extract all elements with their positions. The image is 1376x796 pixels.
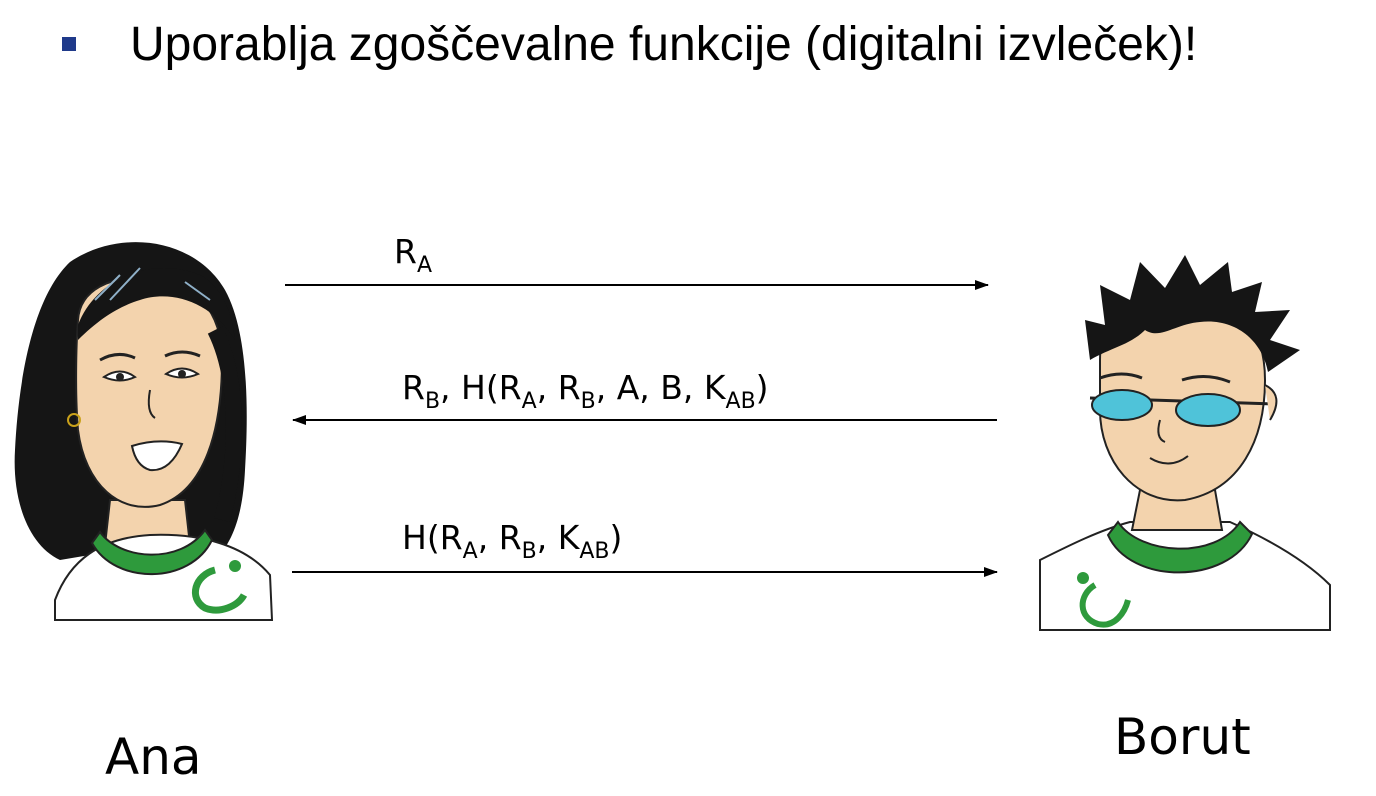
message-text-part: H( [402, 518, 440, 557]
message-text-part: , A, B, [595, 368, 704, 407]
message-subscript: A [462, 539, 478, 564]
message-text-part: , [536, 518, 558, 557]
message-text-part: K [557, 518, 580, 557]
message-1-label: RA [394, 232, 432, 277]
message-3-label: H(RA, RB, KAB) [402, 518, 623, 563]
message-text-part: R [439, 518, 463, 557]
ana-illustration [14, 242, 274, 621]
message-subscript: AB [579, 539, 610, 564]
glasses-left-lens [1091, 389, 1153, 421]
borut-illustration [1039, 255, 1331, 631]
glasses-right-lens [1175, 393, 1241, 427]
message-text-part: ) [609, 518, 623, 557]
message-2-label: RB, H(RA, RB, A, B, KAB) [402, 368, 769, 413]
message-text-part: R [498, 518, 522, 557]
message-text-part: , [536, 368, 558, 407]
message-subscript: AB [725, 389, 756, 414]
message-text-part: R [557, 368, 581, 407]
message-text-part: , H( [440, 368, 499, 407]
message-text-part: ) [755, 368, 769, 407]
bullet-marker [62, 37, 76, 51]
message-subscript: B [424, 389, 441, 414]
message-subscript: A [521, 389, 537, 414]
message-text-part: , [477, 518, 499, 557]
message-text-part: R [402, 368, 425, 407]
slide-heading: Uporablja zgoščevalne funkcije (digitaln… [130, 18, 1198, 71]
message-subscript: A [416, 253, 432, 278]
ana-collar [90, 528, 214, 576]
message-subscript: B [580, 389, 596, 414]
message-text-part: K [703, 368, 726, 407]
message-subscript: B [521, 539, 537, 564]
borut-collar [1106, 520, 1254, 574]
actor-name-borut: Borut [1114, 708, 1251, 766]
message-text-part: R [498, 368, 522, 407]
borut-hair [1085, 255, 1300, 372]
actor-name-ana: Ana [105, 728, 202, 786]
message-text-part: R [394, 232, 417, 271]
